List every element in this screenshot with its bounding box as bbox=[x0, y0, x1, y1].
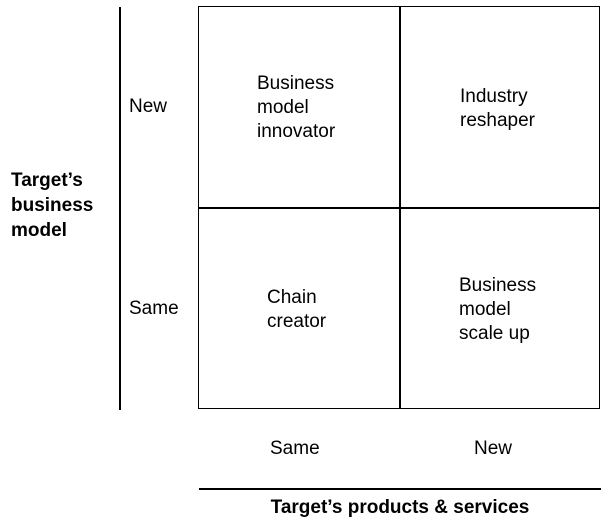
quadrant-industry-reshaper: Industry reshaper bbox=[460, 85, 590, 133]
quadrant-label-line: innovator bbox=[257, 121, 336, 142]
quadrant-label-line: Business bbox=[459, 275, 537, 296]
x-axis-title: Target’s products & services bbox=[270, 497, 530, 518]
quadrant-label-line: model bbox=[257, 97, 309, 118]
y-axis-title-line: Target’s bbox=[11, 170, 83, 191]
y-tick-new: New bbox=[129, 96, 168, 117]
quadrant-label-line: Industry bbox=[460, 86, 528, 107]
quadrant-chain-creator: Chain creator bbox=[267, 286, 387, 334]
quadrant-label-line: creator bbox=[267, 311, 327, 332]
y-axis-title: Target’s business model bbox=[11, 168, 121, 243]
quadrant-label-line: scale up bbox=[459, 323, 530, 344]
quadrant-label-line: Business bbox=[257, 73, 335, 94]
quadrant-label-line: model bbox=[459, 299, 511, 320]
y-tick-same: Same bbox=[129, 298, 179, 319]
quadrant-label-line: reshaper bbox=[460, 110, 535, 131]
quadrant-label-line: Chain bbox=[267, 287, 317, 308]
x-tick-new: New bbox=[474, 438, 513, 459]
x-axis-line bbox=[199, 488, 601, 490]
y-axis-title-line: model bbox=[11, 220, 67, 241]
y-axis-title-line: business bbox=[11, 195, 94, 216]
y-axis-line bbox=[119, 7, 121, 410]
x-tick-same: Same bbox=[270, 438, 320, 459]
quadrant-business-model-scale-up: Business model scale up bbox=[459, 274, 589, 346]
matrix-horizontal-divider bbox=[198, 207, 600, 209]
quadrant-business-model-innovator: Business model innovator bbox=[257, 72, 387, 144]
